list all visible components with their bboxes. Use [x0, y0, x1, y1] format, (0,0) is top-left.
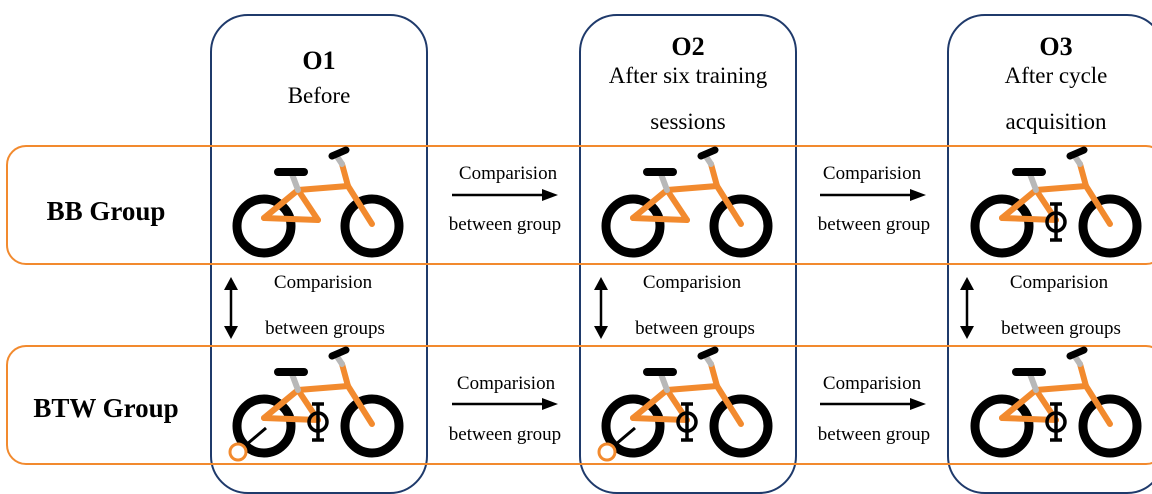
row-box-btw [6, 345, 1152, 465]
right-arrow-icon [452, 189, 558, 201]
column-header-o1: O1 Before [210, 46, 428, 116]
bike-icon-btw-o2 [597, 346, 773, 462]
bike-icon-bb-o3 [970, 146, 1142, 258]
column-header-o2: O2 After six training sessions [579, 32, 797, 136]
column-code: O1 [302, 46, 336, 75]
column-desc-line: sessions [650, 109, 726, 134]
comparison-label: between group [448, 424, 562, 445]
comparison-label: Comparision [1009, 272, 1109, 293]
column-desc-line: acquisition [1005, 109, 1107, 134]
column-desc-line: Before [287, 83, 351, 108]
comparison-label: between groups [1001, 318, 1121, 339]
comparison-label: Comparision [456, 373, 556, 394]
double-arrow-icon [960, 277, 974, 339]
comparison-label: between group [817, 214, 931, 235]
right-arrow-icon [452, 398, 558, 410]
comparison-label: Comparision [458, 163, 558, 184]
bike-icon-bb-o1 [232, 146, 404, 258]
row-label-bb: BB Group [46, 196, 166, 226]
comparison-label: between groups [265, 318, 385, 339]
row-box-bb [6, 145, 1152, 265]
column-desc-line: After cycle [1004, 63, 1108, 88]
comparison-label: Comparision [822, 373, 922, 394]
column-header-o3: O3 After cycle acquisition [947, 32, 1152, 136]
bike-icon-btw-o3 [970, 346, 1142, 458]
comparison-label: Comparision [642, 272, 742, 293]
double-arrow-icon [594, 277, 608, 339]
row-label-btw: BTW Group [33, 393, 179, 423]
column-code: O2 [671, 32, 705, 61]
right-arrow-icon [820, 398, 926, 410]
right-arrow-icon [820, 189, 926, 201]
bike-icon-btw-o1 [228, 346, 404, 462]
bike-icon-bb-o2 [601, 146, 773, 258]
comparison-label: between groups [635, 318, 755, 339]
column-desc-line: After six training [608, 63, 768, 88]
comparison-label: between group [448, 214, 562, 235]
column-code: O3 [1039, 32, 1073, 61]
double-arrow-icon [224, 277, 238, 339]
comparison-label: Comparision [273, 272, 373, 293]
comparison-label: Comparision [822, 163, 922, 184]
comparison-label: between group [817, 424, 931, 445]
